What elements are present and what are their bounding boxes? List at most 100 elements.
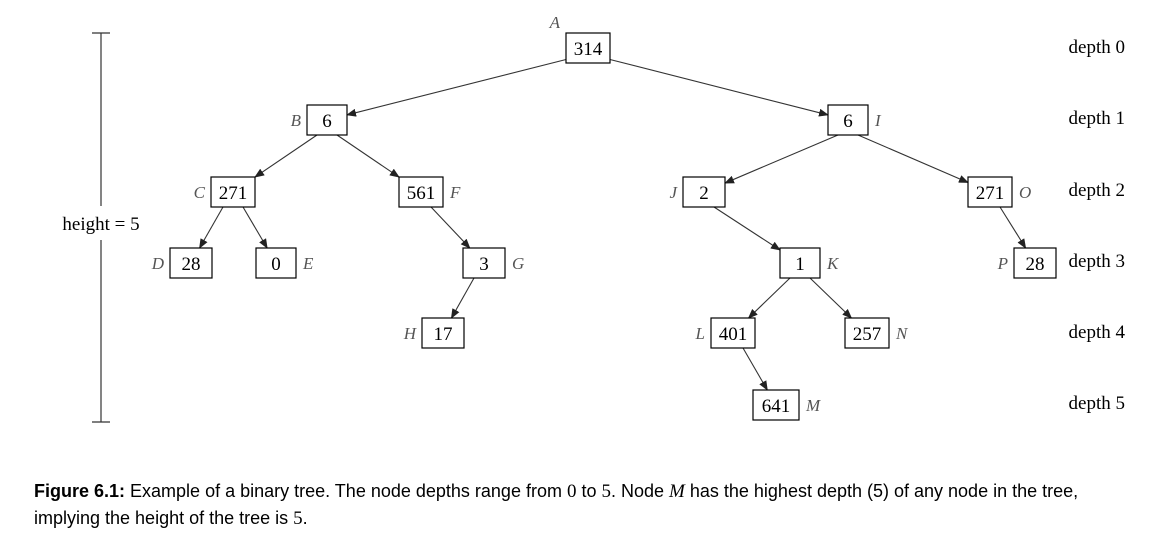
- node-letter: K: [826, 254, 840, 273]
- caption-text: . Node: [610, 481, 670, 501]
- node-box: [752, 389, 800, 421]
- node-letter: G: [512, 254, 524, 273]
- tree-node-b: 6B: [291, 104, 348, 136]
- tree-node-o: 271 O: [967, 176, 1031, 208]
- node-box: [844, 317, 890, 349]
- node-box: [398, 176, 444, 208]
- caption-math: 5: [293, 508, 303, 529]
- node-value: 561: [407, 183, 436, 204]
- edge-o-p: [999, 206, 1027, 249]
- node-box: [827, 104, 869, 136]
- edge-c-d: [199, 206, 224, 249]
- caption-figure-label: Figure 6.1:: [34, 481, 126, 501]
- node-letter: L: [695, 324, 705, 343]
- depth-label-4: depth 4: [1069, 322, 1126, 343]
- edge-g-h: [450, 277, 475, 319]
- edge-a-i: [607, 58, 829, 117]
- node-letter: P: [997, 254, 1008, 273]
- node-box: [255, 247, 297, 279]
- depth-label-0: depth 0: [1069, 37, 1125, 58]
- edge-j-k: [713, 206, 781, 251]
- tree-node-h: 17 H: [403, 317, 465, 349]
- tree-edges: [199, 58, 1027, 391]
- node-letter: M: [805, 396, 821, 415]
- tree-node-p: 28 P: [997, 247, 1057, 279]
- edge-b-c: [254, 134, 318, 178]
- depth-label-1: depth 1: [1069, 108, 1125, 129]
- edge-a-b: [346, 58, 569, 117]
- node-value: 3: [479, 254, 489, 275]
- edge-c-e: [242, 206, 268, 249]
- caption-text: .: [302, 508, 308, 528]
- node-letter: H: [403, 324, 418, 343]
- node-value: 314: [574, 39, 603, 60]
- node-letter: C: [194, 183, 206, 202]
- node-value: 6: [843, 111, 853, 132]
- node-box: [565, 32, 611, 64]
- caption-math: 0: [566, 481, 577, 502]
- node-letter: F: [449, 183, 461, 202]
- edge-k-n: [809, 277, 853, 319]
- depth-label-2: depth 2: [1069, 180, 1125, 201]
- edge-i-j: [724, 134, 839, 184]
- node-value: 2: [699, 183, 709, 204]
- tree-node-c: 271 C: [194, 176, 256, 208]
- node-box: [210, 176, 256, 208]
- edge-k-l: [747, 277, 791, 319]
- depth-label-3: depth 3: [1069, 251, 1125, 272]
- tree-node-l: 401 L: [695, 317, 756, 349]
- node-box: [710, 317, 756, 349]
- tree-node-a: 314 A: [549, 13, 611, 64]
- node-box: [462, 247, 506, 279]
- node-value: 6: [322, 111, 332, 132]
- tree-node-m: 641 M: [752, 389, 821, 421]
- node-value: 271: [219, 183, 248, 204]
- node-box: [779, 247, 821, 279]
- node-letter: O: [1019, 183, 1031, 202]
- node-value: 1: [795, 254, 805, 275]
- node-value: 271: [976, 183, 1005, 204]
- node-letter: D: [151, 254, 165, 273]
- node-box: [421, 317, 465, 349]
- tree-node-j: 2J: [669, 176, 726, 208]
- caption-text: has the highest depth (5) of any node in…: [34, 481, 1079, 528]
- height-indicator: height = 5: [62, 32, 140, 423]
- edge-f-g: [430, 206, 471, 249]
- node-letter: N: [895, 324, 909, 343]
- node-value: 401: [719, 324, 748, 345]
- tree-node-d: 28 D: [151, 247, 213, 279]
- node-letter: A: [549, 13, 561, 32]
- node-box: [306, 104, 348, 136]
- node-letter: I: [874, 111, 882, 130]
- node-letter: E: [302, 254, 314, 273]
- tree-node-n: 257 N: [844, 317, 909, 349]
- edge-b-f: [336, 134, 400, 178]
- node-letter: B: [291, 111, 302, 130]
- node-value: 28: [1026, 254, 1045, 275]
- caption-text: to: [576, 481, 602, 501]
- edge-i-o: [857, 134, 969, 184]
- caption-text: Example of a binary tree. The node depth…: [125, 481, 567, 501]
- node-value: 28: [182, 254, 201, 275]
- edge-l-m: [742, 347, 768, 391]
- caption-math: 5: [601, 481, 611, 502]
- figure-caption: Figure 6.1: Example of a binary tree. Th…: [34, 478, 1149, 532]
- node-box: [1013, 247, 1057, 279]
- node-value: 0: [271, 254, 281, 275]
- node-box: [967, 176, 1013, 208]
- node-value: 17: [434, 324, 453, 345]
- node-box: [682, 176, 726, 208]
- caption-math: M: [669, 481, 685, 502]
- node-box: [169, 247, 213, 279]
- node-letter: J: [669, 183, 678, 202]
- tree-node-f: 561 F: [398, 176, 461, 208]
- node-value: 641: [762, 396, 791, 417]
- node-value: 257: [853, 324, 882, 345]
